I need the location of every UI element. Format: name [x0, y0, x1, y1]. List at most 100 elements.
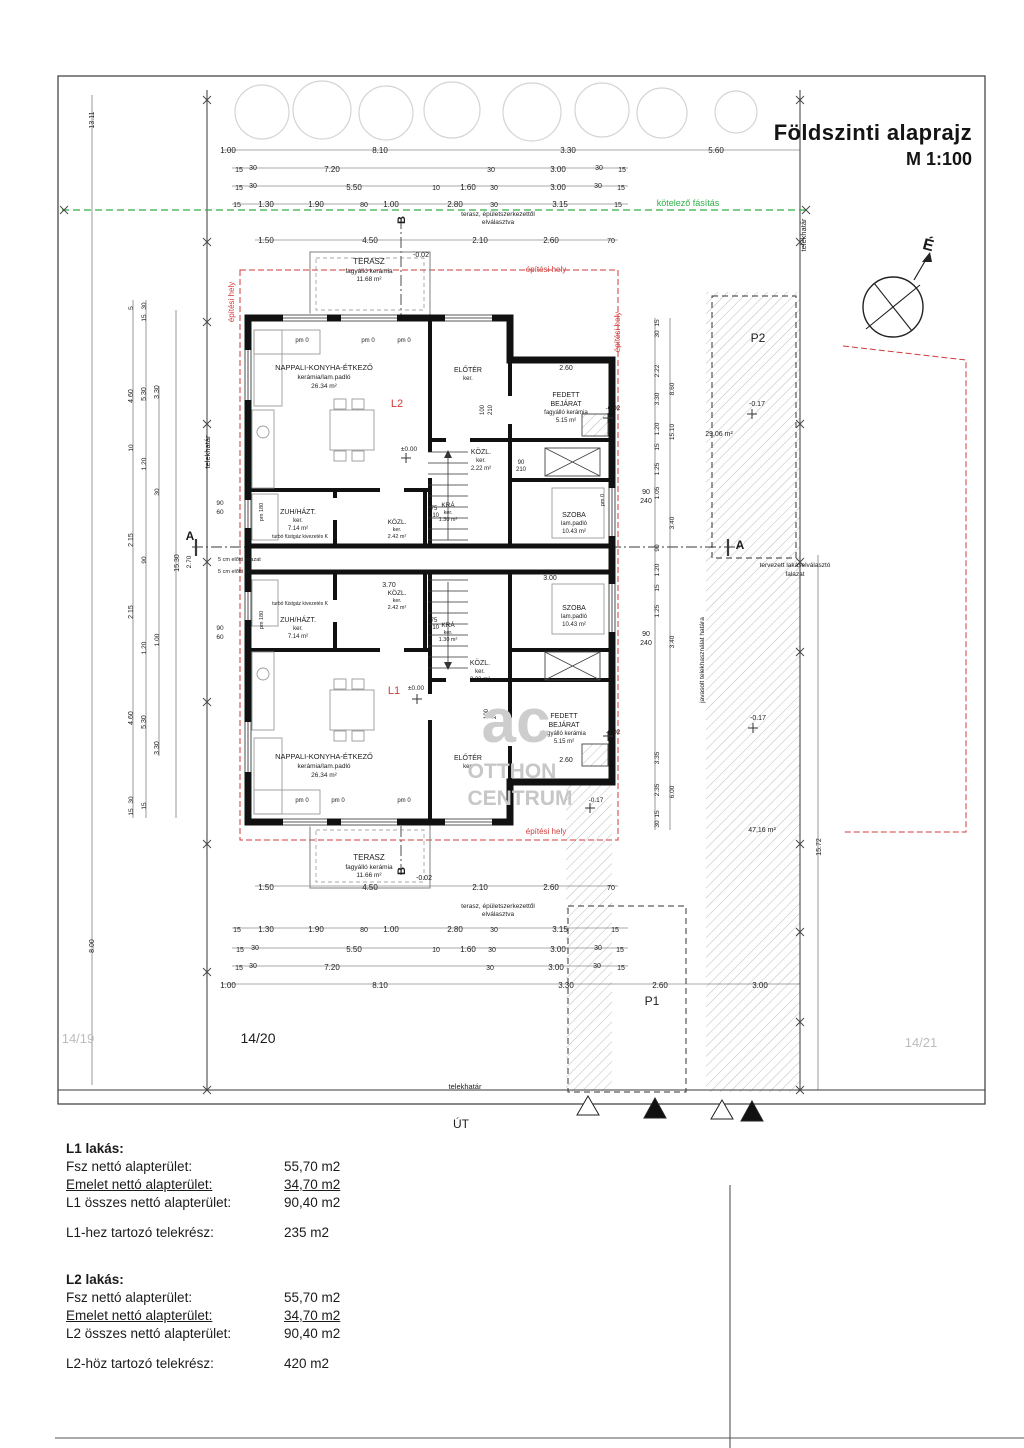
summary-label: Fsz nettó alapterület: [66, 1159, 193, 1174]
dim-label: 3.00 [550, 945, 566, 954]
parking-p2-rect [711, 295, 797, 559]
summary-value: 90,40 m2 [284, 1195, 341, 1210]
builtin-fixtures [544, 413, 609, 767]
technical-note: tervezett lakáselválasztó [760, 562, 831, 569]
terrace-note: terasz, épületszerkezettől [461, 903, 535, 910]
dim-label: 1.00 [383, 925, 399, 934]
dim-label: pm 0 [397, 798, 411, 804]
room-finish: ker. [475, 669, 485, 675]
dim-label: 15 [233, 202, 241, 209]
dim-label: 1.90 [308, 925, 324, 934]
dim-label: 2.80 [447, 200, 463, 209]
dim-label: 90 [642, 631, 650, 638]
dim-label: 15 [654, 810, 661, 818]
dim-label: 3.00 [550, 183, 566, 192]
dim-label: 15 [128, 808, 135, 816]
technical-note: javasolt telekhasználat határa [699, 617, 706, 704]
dim-label: 1.30 [258, 200, 274, 209]
dim-label: 75 [431, 618, 438, 624]
room-area: 11.66 m² [356, 872, 382, 879]
boundary-cross [202, 419, 212, 429]
room-finish: fagyálló kerámia [345, 864, 393, 871]
dim-label: 1.25 [654, 462, 661, 475]
dim-label: 100 [484, 708, 490, 719]
terrace-note: elválasztva [482, 219, 515, 226]
summary-value: 235 m2 [284, 1225, 330, 1240]
boundary-cross [202, 95, 212, 105]
summary-value: 34,70 m2 [284, 1308, 341, 1323]
dim-label: 1.20 [654, 422, 661, 435]
mandatory-planting-label: kötelező fásítás [657, 198, 720, 208]
dim-label: 1.20 [654, 563, 661, 576]
summary-label: L2-höz tartozó telekrész: [66, 1356, 214, 1371]
title-block: Földszinti alaprajz M 1:100 [774, 120, 972, 170]
dim-label: 5.50 [346, 945, 362, 954]
room-area: 2.22 m² [470, 677, 490, 683]
boundary-label: telekhatár [799, 218, 808, 251]
room-label: ELŐTÉR [454, 365, 482, 374]
room-label: KÖZL. [388, 589, 407, 597]
dim-label: 5 [128, 306, 135, 310]
boundary-cross [795, 95, 805, 105]
boundary-cross [59, 205, 69, 215]
sheet-frame [57, 75, 986, 1105]
dim-label: 240 [640, 640, 652, 647]
dim-label: pm 180 [259, 611, 265, 629]
dim-label: 1.20 [141, 641, 148, 654]
room-area: 10.43 m² [562, 529, 586, 535]
dim-label: 210 [429, 513, 440, 519]
summary-row: Emelet nettó alapterület: 34,70 m2 [66, 1176, 496, 1194]
room-label: SZOBA [562, 512, 586, 519]
dim-label: 15 [236, 947, 244, 954]
boundary-cross [795, 1017, 805, 1027]
dim-label: 1.25 [654, 604, 661, 617]
dim-label: 2.60 [652, 981, 668, 990]
dim-label: 2.60 [559, 757, 573, 764]
dim-label: 1.05 [654, 486, 661, 499]
dim-label: 3.30 [654, 392, 661, 405]
dimension-lines [91, 95, 819, 1090]
room-area: 26.34 m² [311, 383, 337, 390]
dim-label: 3.00 [543, 575, 557, 582]
level-marker: -0.17 [589, 797, 604, 804]
dim-label: 3.40 [669, 516, 676, 529]
boundary-label: telekhatár [449, 1082, 482, 1091]
construction-zone-rect [239, 269, 619, 841]
room-finish: ker. [444, 630, 453, 636]
level-marker: -0.02 [416, 875, 432, 882]
room-area: 2.22 m² [471, 466, 491, 472]
technical-note: 5 cm előtti falazat [218, 569, 261, 575]
dim-label: 5.30 [141, 387, 148, 401]
dim-label: 4.60 [128, 389, 135, 403]
summary-l2-heading: L2 lakás: [66, 1272, 124, 1287]
dim-label: 30 [595, 165, 603, 172]
dim-label: pm 0 [361, 338, 375, 344]
boundary-cross [795, 1085, 805, 1095]
room-label: TERASZ [353, 853, 385, 862]
dim-label: 2.15 [128, 533, 135, 547]
dim-label: 2.70 [186, 555, 193, 568]
page-title: Földszinti alaprajz [773, 120, 972, 145]
summary-l1-heading: L1 lakás: [66, 1141, 124, 1156]
summary-label: L1 összes nettó alapterület: [66, 1195, 232, 1210]
dim-label: 10 [432, 947, 440, 954]
parking-hatch [566, 292, 800, 1092]
dim-label: 3.30 [154, 741, 161, 755]
dim-label: 80 [360, 202, 368, 209]
room-finish: ker. [293, 518, 303, 524]
dim-label: 90 [518, 460, 525, 466]
summary-row: L1 összes nettó alapterület: 90,40 m2 [66, 1194, 496, 1212]
plot-number: 14/19 [62, 1031, 95, 1046]
summary-row: Fsz nettó alapterület: 55,70 m2 [66, 1158, 496, 1176]
boundary-cross [795, 419, 805, 429]
dim-label: 30 [490, 202, 498, 209]
room-finish: lam.padló [561, 614, 588, 620]
summary-value: 90,40 m2 [284, 1326, 341, 1341]
dim-label: 15 [141, 802, 148, 810]
construction-zone-lines [239, 269, 967, 841]
dim-label: pm 0 [295, 338, 309, 344]
room-label: ZUH/HÁZT. [280, 615, 316, 624]
dim-label: 15 [233, 927, 241, 934]
dim-label: 2.60 [543, 236, 559, 245]
